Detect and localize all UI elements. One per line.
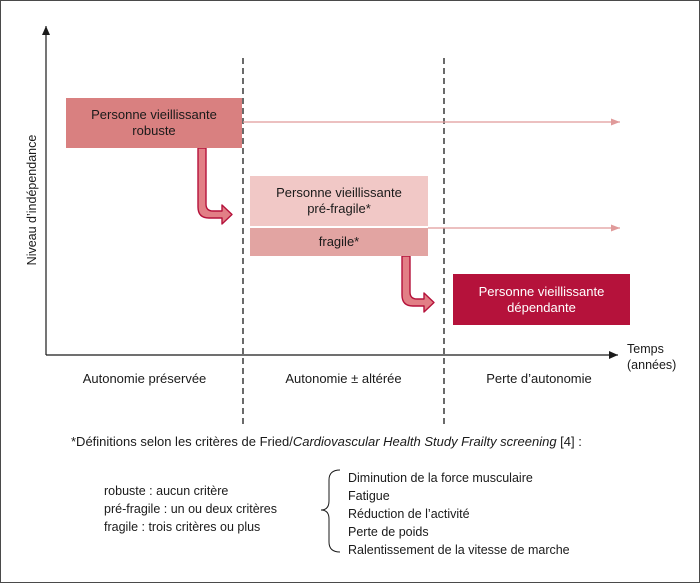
footnote-suffix: [4] : (556, 434, 582, 449)
criterion-item: Réduction de l’activité (348, 507, 470, 521)
transition-arrow-fragile-to-dependent (401, 255, 435, 313)
criterion-item: Ralentissement de la vitesse de marche (348, 543, 570, 557)
criteria-list: Diminution de la force musculaire Fatigu… (348, 469, 570, 559)
criterion-item: Perte de poids (348, 525, 429, 539)
definition-prefragile: pré-fragile : un ou deux critères (104, 502, 278, 516)
footnote: *Définitions selon les critères de Fried… (71, 434, 582, 450)
definition-list: robuste : aucun critère pré-fragile : un… (104, 482, 277, 536)
phase-label-loss: Perte d’autonomie (486, 371, 592, 386)
x-axis-label-line2: (années) (627, 358, 677, 372)
fragile-person-box: fragile* (250, 228, 428, 256)
transition-arrow-robust-to-prefragile (197, 147, 233, 225)
footnote-prefix: *Définitions selon les critères de Fried… (71, 434, 293, 449)
footnote-italic: Cardiovascular Health Study Frailty scre… (292, 434, 557, 449)
prefragile-person-box: Personne vieillissante pré-fragile* (250, 176, 428, 226)
robust-person-box: Personne vieillissante robuste (66, 98, 242, 148)
dependent-person-box: Personne vieillissante dépendante (453, 274, 630, 325)
definition-fragile: fragile : trois critères ou plus (104, 520, 261, 534)
phase-label-altered: Autonomie ± altérée (285, 371, 402, 386)
definition-robust: robuste : aucun critère (104, 484, 229, 498)
criterion-item: Diminution de la force musculaire (348, 471, 533, 485)
criteria-brace (320, 469, 341, 553)
phase-label-preserved: Autonomie préservée (82, 371, 207, 386)
x-axis-label-line1: Temps (627, 342, 664, 356)
criterion-item: Fatigue (348, 489, 390, 503)
x-axis-label: Temps (années) (627, 341, 676, 373)
y-axis-label: Niveau d’indépendance (25, 134, 39, 266)
